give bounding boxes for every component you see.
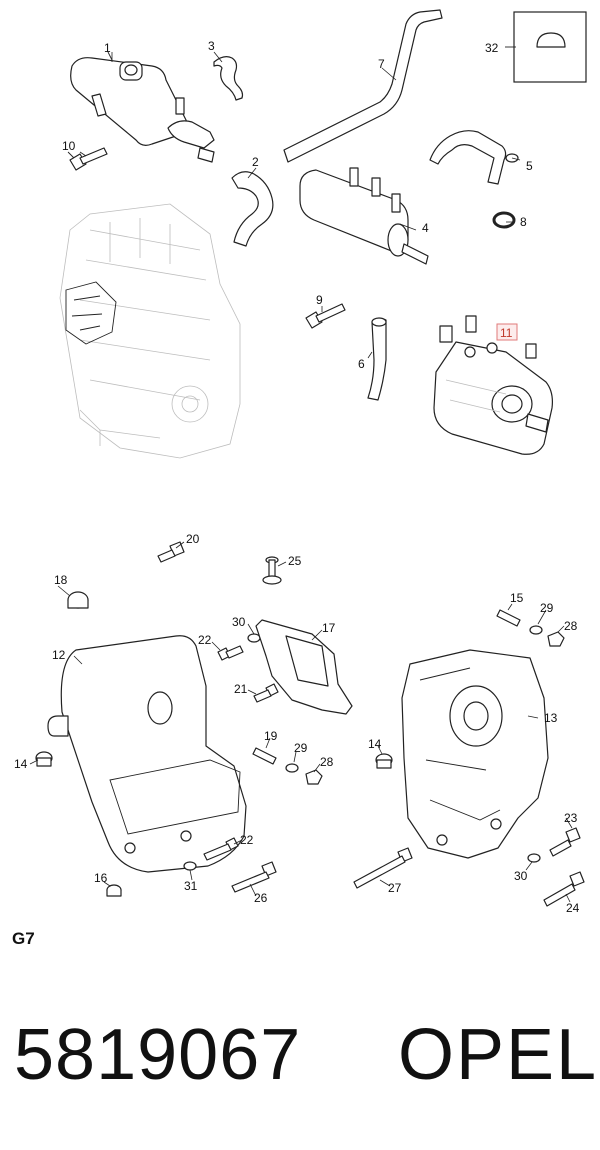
callout-28-right-upper: 28 [564, 619, 578, 633]
part-23-bolt[interactable] [549, 827, 581, 857]
callout-14-right: 14 [368, 737, 382, 751]
part-32-inset[interactable] [505, 11, 587, 83]
callout-12: 12 [52, 648, 66, 662]
part-27-bolt[interactable] [353, 847, 413, 889]
section-tag: G7 [12, 929, 35, 948]
part-10-bolt[interactable] [67, 147, 108, 171]
callout-11: 11 [500, 326, 513, 340]
part-25-bolt[interactable] [262, 556, 282, 585]
part-14a-nut[interactable] [35, 751, 53, 767]
callout-22-lower: 22 [240, 833, 254, 847]
callout-19: 19 [264, 729, 278, 743]
callout-9: 9 [316, 293, 323, 307]
callout-23: 23 [564, 811, 578, 825]
callout-26: 26 [254, 891, 268, 905]
callout-3: 3 [208, 39, 215, 53]
part-13-cover[interactable] [401, 649, 549, 859]
part-8-clamp[interactable] [492, 211, 516, 229]
part-28a-nut[interactable] [305, 769, 323, 785]
callout-20: 20 [186, 532, 200, 546]
part-30b-washer[interactable] [527, 853, 541, 863]
part-6-hose[interactable] [367, 317, 387, 401]
part-17-plate[interactable] [255, 619, 353, 715]
callout-21: 21 [234, 682, 248, 696]
part-29a-washer[interactable] [285, 763, 299, 773]
callout-15: 15 [510, 591, 524, 605]
part-22b-bolt[interactable] [203, 837, 239, 861]
part-21-bolt[interactable] [253, 683, 279, 703]
leader-lines [29, 51, 573, 903]
callout-31: 31 [184, 879, 198, 893]
callout-28-middle: 28 [320, 755, 334, 769]
callout-14-left: 14 [14, 757, 28, 771]
part-11-pump[interactable] [433, 315, 553, 455]
callout-18: 18 [54, 573, 68, 587]
part-12-bracket[interactable] [47, 635, 247, 873]
engine-block-illustration [59, 203, 241, 459]
callout-6: 6 [358, 357, 365, 371]
callout-2: 2 [252, 155, 259, 169]
part-19-stud[interactable] [252, 747, 277, 765]
callout-30-upper: 30 [232, 615, 246, 629]
callout-5: 5 [526, 159, 533, 173]
footer: 5819067 OPEL [0, 1005, 600, 1115]
part-22a-bolt[interactable] [217, 645, 244, 661]
callout-22-upper: 22 [198, 633, 212, 647]
part-24-bolt[interactable] [543, 871, 585, 907]
callout-13: 13 [544, 711, 558, 725]
part-9-bolt[interactable] [305, 303, 346, 329]
part-15-stud[interactable] [496, 609, 521, 627]
part-26-bolt[interactable] [231, 861, 277, 893]
callout-11-highlight-box [496, 323, 518, 341]
part-20-bolt[interactable] [157, 541, 185, 563]
callout-4: 4 [422, 221, 429, 235]
callout-32: 32 [485, 41, 499, 55]
part-7-pipe[interactable] [283, 9, 443, 163]
callout-16: 16 [94, 871, 108, 885]
part-number: 5819067 [14, 1015, 302, 1095]
callout-30-right: 30 [514, 869, 528, 883]
callout-7: 7 [378, 57, 385, 71]
callout-25: 25 [288, 554, 302, 568]
part-29b-washer[interactable] [529, 625, 543, 635]
callout-17: 17 [322, 621, 336, 635]
part-28b-nut[interactable] [547, 631, 565, 647]
part-2-hose[interactable] [231, 171, 274, 247]
part-18-spacer[interactable] [67, 591, 89, 609]
part-14b-nut[interactable] [375, 753, 393, 769]
callout-10: 10 [62, 139, 76, 153]
callout-29-middle: 29 [294, 741, 308, 755]
part-31-washer[interactable] [183, 861, 197, 871]
part-16-spacer[interactable] [106, 884, 122, 897]
callout-27: 27 [388, 881, 402, 895]
callout-24: 24 [566, 901, 580, 915]
part-3-hose[interactable] [213, 56, 244, 101]
callout-1: 1 [104, 41, 111, 55]
part-30a-washer[interactable] [247, 633, 261, 643]
part-1-rail[interactable] [70, 51, 215, 163]
callout-8: 8 [520, 215, 527, 229]
part-4-rail[interactable] [299, 167, 429, 265]
callout-labels: 1 3 7 32 10 2 5 8 4 9 6 11 20 25 18 15 2… [14, 39, 580, 915]
part-5-hose[interactable] [429, 130, 519, 185]
brand-name: OPEL [398, 1015, 599, 1095]
callout-29-right: 29 [540, 601, 554, 615]
